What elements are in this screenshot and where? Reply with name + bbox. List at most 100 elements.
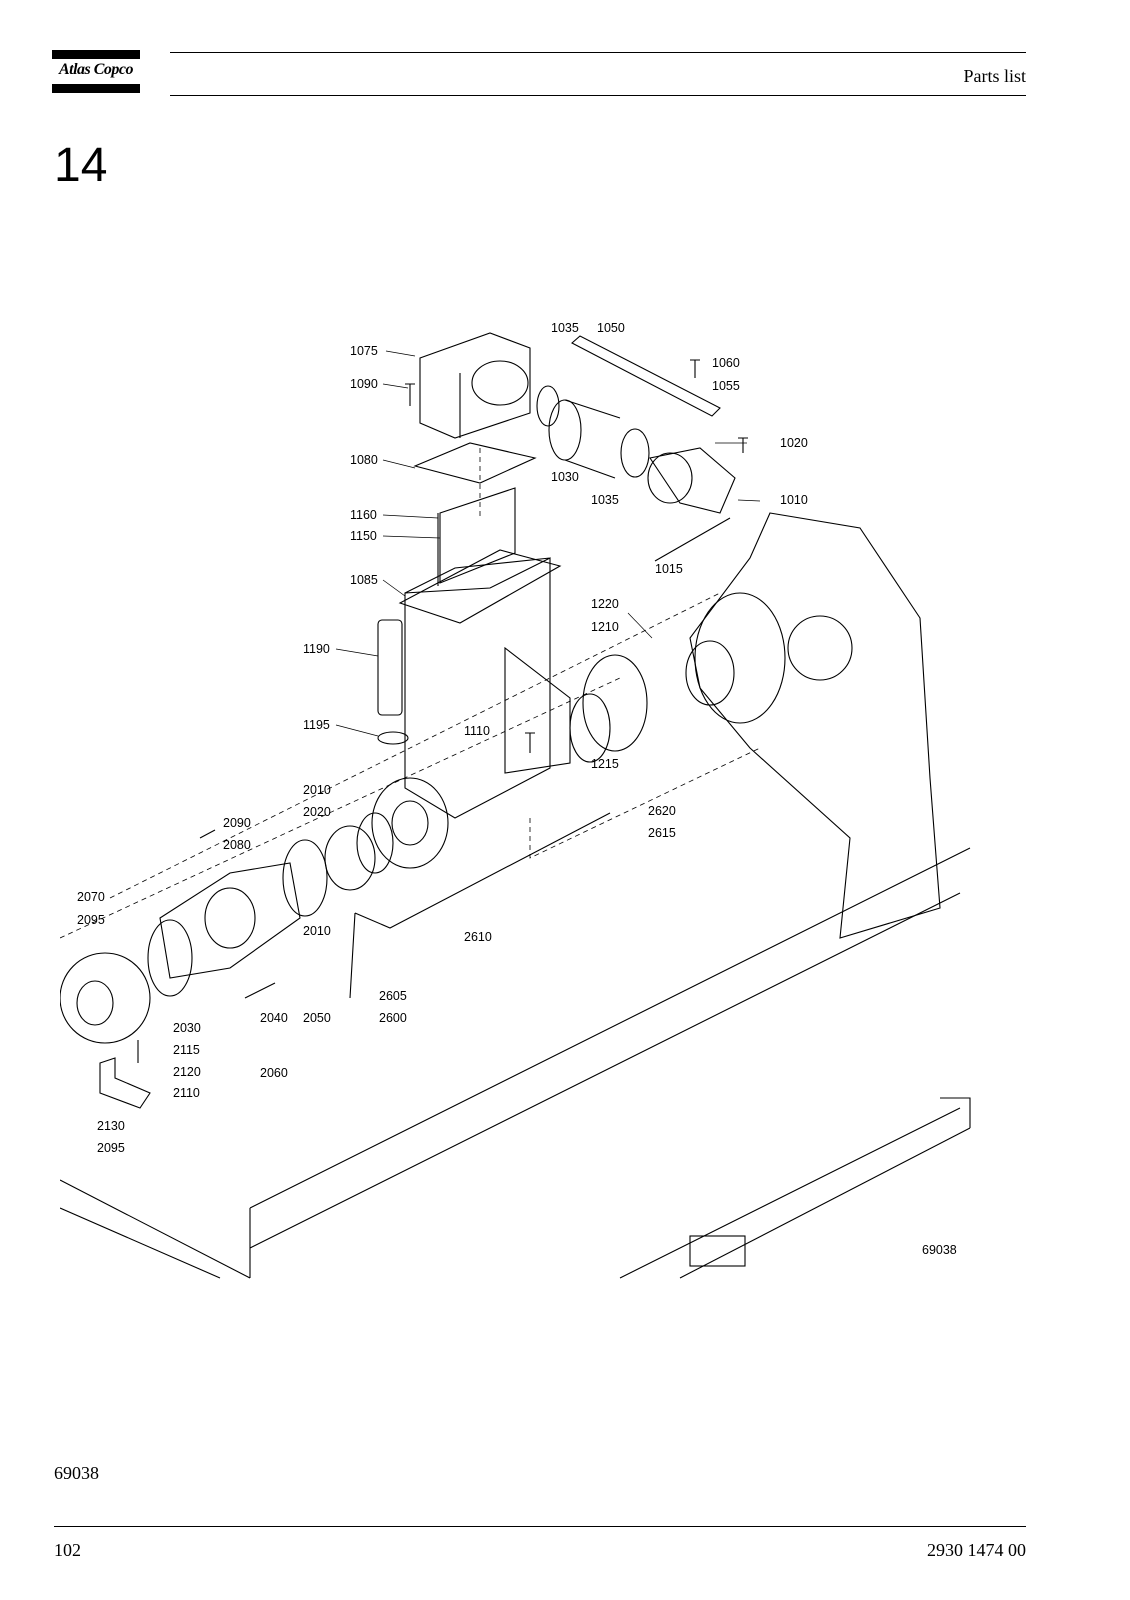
part-label: 2115 [173,1043,200,1057]
frame-outline [60,847,971,1279]
part-label: 2090 [223,816,251,830]
engine-hub [685,640,735,706]
header-title: Parts list [963,66,1026,86]
leader [382,459,416,469]
header-rule-top [170,52,1026,53]
leader [382,579,406,597]
part-label: 2600 [379,1011,407,1025]
figure-caption: 69038 [54,1463,99,1483]
end-flange-bore [76,980,114,1026]
o-ring-1215 [569,693,611,763]
part-label: 1060 [712,356,740,370]
ring-2010-a [356,812,394,874]
ring-2010-b [282,839,328,917]
o-ring-1035-b [620,428,650,478]
bracket-1010-flange [647,452,693,504]
leader [382,383,409,389]
part-label: 1085 [350,573,378,587]
upper-housing [419,332,531,439]
insert-plate [439,487,516,584]
strap-1050 [571,335,721,417]
part-label: 2610 [464,930,492,944]
ring-2020 [324,825,376,891]
part-label: 2020 [303,805,331,819]
logo-bar-bottom [52,84,140,93]
part-label: 1195 [303,718,330,732]
engine-housing [689,512,941,939]
pipe-2610 [349,812,611,999]
support-1110 [504,646,571,774]
engine-port [787,615,853,681]
atlas-copco-logo: Atlas Copco [52,50,140,94]
gasket-1080 [413,442,537,484]
part-label: 1030 [551,470,579,484]
part-label: 2605 [379,989,407,1003]
part-label: 1090 [350,377,378,391]
gasket-1015 [654,517,731,562]
part-label: 2050 [303,1011,331,1025]
part-label: 1220 [591,597,619,611]
outlet-flange-bore [391,800,429,846]
logo-text: Atlas Copco [58,61,134,78]
part-label: 1110 [464,724,490,738]
drawing-figure-id: 69038 [922,1243,957,1257]
seal-1195 [377,731,409,745]
part-label: 1160 [350,508,377,522]
part-label: 2095 [77,913,105,927]
column-top-flange [398,549,562,624]
part-label: 2010 [303,783,331,797]
part-label: 1035 [591,493,619,507]
logo-bar-top [52,50,140,59]
part-label: 2040 [260,1011,288,1025]
end-flange-2030 [60,952,151,1044]
bolt-1090 [405,383,415,406]
page-number: 102 [54,1540,81,1560]
cylinder-1030-end [548,399,582,461]
leader [382,514,439,519]
cylinder-1030-body [564,399,621,479]
ring-2070 [147,919,193,997]
bolt-1060 [690,359,700,378]
bolt-1020 [738,437,748,453]
frame-cutout [689,1235,746,1267]
part-label: 1020 [780,436,808,450]
column-housing [404,557,551,819]
part-label: 1210 [591,620,619,634]
upper-housing-opening [471,360,529,406]
part-label: 2615 [648,826,676,840]
part-label: 2030 [173,1021,201,1035]
engine-flywheel [694,592,786,724]
part-number-labels: 1035 1050 1075 1060 1090 1055 1020 1080 … [77,321,957,1257]
leader [335,648,379,657]
bracket-2110 [99,1057,151,1109]
part-label: 2120 [173,1065,201,1079]
coupling-2080-bore [204,887,256,949]
part-label: 1050 [597,321,625,335]
bracket-1010 [649,447,736,514]
bolt-2040 [244,982,276,999]
chapter-number: 14 [54,139,108,192]
header-rule-bottom [170,95,1026,96]
part-label: 1035 [551,321,579,335]
part-label: 1015 [655,562,683,576]
o-ring-1035-a [536,385,560,427]
leader [385,350,416,357]
bolt-2090 [199,829,216,839]
part-label: 2095 [97,1141,125,1155]
exploded-parts-drawing: 1035 1050 1075 1060 1090 1055 1020 1080 … [60,321,971,1279]
leader [382,535,441,539]
part-label: 1075 [350,344,378,358]
part-label: 1010 [780,493,808,507]
footer-rule [54,1526,1026,1527]
part-label: 2060 [260,1066,288,1080]
part-label: 1215 [591,757,619,771]
document-number: 2930 1474 00 [927,1540,1026,1560]
part-label: 2070 [77,890,105,904]
assembly-axis-1 [60,592,721,939]
coupling-2080 [159,862,301,979]
leader [627,612,653,639]
part-label: 1190 [303,642,330,656]
outlet-flange [371,777,449,869]
part-label: 2130 [97,1119,125,1133]
part-label: 1080 [350,453,378,467]
